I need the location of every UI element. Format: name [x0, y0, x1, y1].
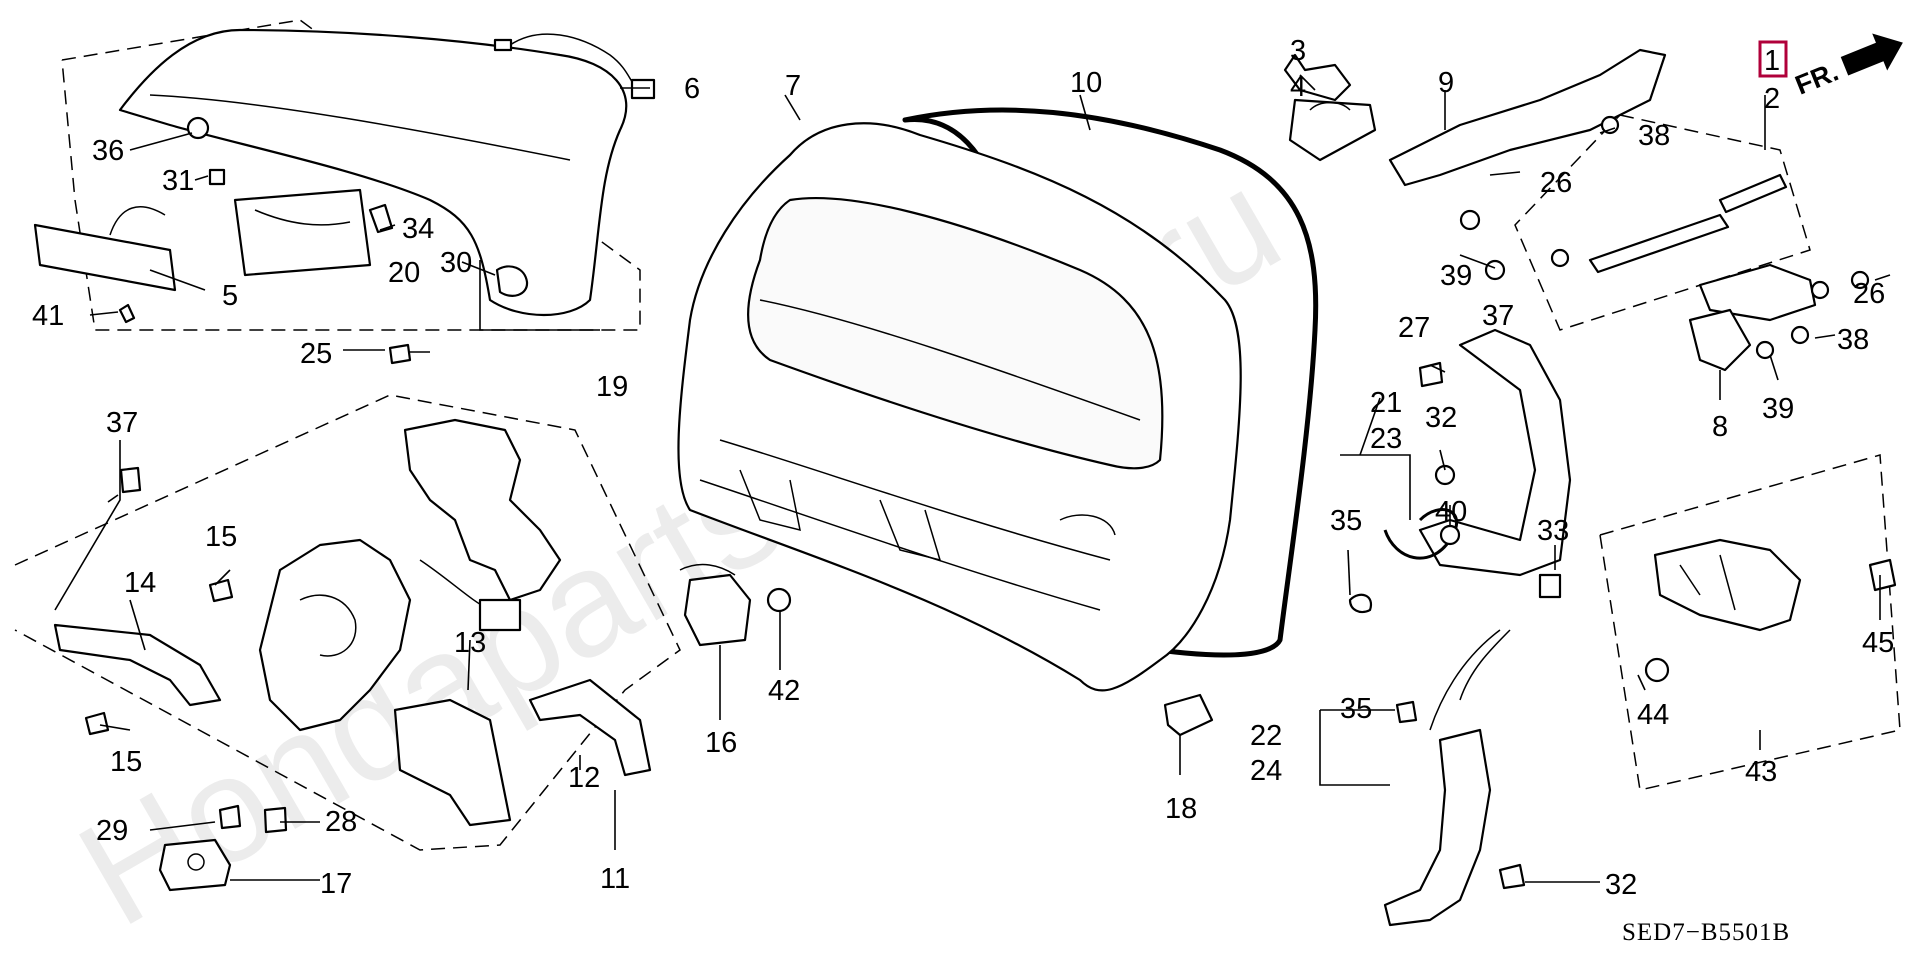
latch-bracket — [528, 678, 652, 777]
callout-18: 18 — [1165, 793, 1197, 825]
callout-31: 31 — [162, 165, 194, 197]
callout-44: 44 — [1637, 699, 1669, 731]
callout-1: 1 — [1764, 45, 1780, 77]
callout-37-left: 37 — [106, 407, 138, 439]
callout-13: 13 — [454, 627, 486, 659]
callout-26-right: 26 — [1853, 278, 1885, 310]
callout-19: 19 — [596, 371, 628, 403]
callout-9: 9 — [1438, 67, 1454, 99]
callout-21: 21 — [1370, 387, 1402, 419]
hinge-strut-group — [1288, 48, 1870, 372]
front-direction-indicator: FR. — [1791, 33, 1903, 101]
spoiler-bracket — [233, 188, 372, 277]
callout-15-lower: 15 — [110, 746, 142, 778]
callout-26-upper: 26 — [1540, 167, 1572, 199]
callout-2: 2 — [1764, 83, 1780, 115]
arrow-icon — [1840, 33, 1903, 76]
callout-33: 33 — [1537, 515, 1569, 547]
callout-25: 25 — [300, 338, 332, 370]
diagram-code: SED7−B5501B — [1622, 919, 1790, 946]
callout-37-right: 37 — [1482, 300, 1514, 332]
tailgate-hinge-lower — [1698, 263, 1817, 322]
callout-23: 23 — [1370, 423, 1402, 455]
callout-32-lower: 32 — [1605, 869, 1637, 901]
callout-42: 42 — [768, 675, 800, 707]
callout-32-upper: 32 — [1425, 402, 1457, 434]
callout-1-highlight — [1758, 40, 1788, 78]
rear-spoiler — [118, 28, 628, 316]
callout-14: 14 — [124, 567, 156, 599]
high-mount-stop-light — [33, 223, 177, 292]
callouts: 1 2 3 4 5 6 7 8 9 10 11 12 13 14 15 15 1… — [32, 35, 1894, 901]
callout-45: 45 — [1862, 627, 1894, 659]
callout-10: 10 — [1070, 67, 1102, 99]
callout-3: 3 — [1290, 35, 1306, 67]
spoiler-group — [33, 19, 656, 365]
direction-label: FR. — [1791, 56, 1843, 100]
callout-39-upper: 39 — [1440, 260, 1472, 292]
callout-43: 43 — [1745, 756, 1777, 788]
bumper-stopper — [1163, 693, 1214, 737]
callout-5: 5 — [222, 280, 238, 312]
leader-lines — [54, 74, 1891, 883]
callout-35-upper: 35 — [1330, 505, 1362, 537]
callout-36: 36 — [92, 135, 124, 167]
callout-38-right: 38 — [1837, 324, 1869, 356]
tailgate-glass — [746, 197, 1164, 470]
callout-39-right: 39 — [1762, 393, 1794, 425]
callout-29: 29 — [96, 815, 128, 847]
tailgate-group — [677, 107, 1319, 692]
callout-20: 20 — [388, 257, 420, 289]
gas-strut — [1588, 213, 1730, 274]
side-trim-group — [1348, 328, 1572, 927]
striker — [158, 838, 232, 892]
hinge-assy-group — [1599, 454, 1901, 791]
callout-28: 28 — [325, 806, 357, 838]
callout-6: 6 — [684, 73, 700, 105]
callout-11: 11 — [600, 863, 630, 895]
callout-16: 16 — [705, 727, 737, 759]
callout-35-lower: 35 — [1340, 693, 1372, 725]
callout-12: 12 — [568, 762, 600, 794]
callout-27: 27 — [1398, 312, 1430, 344]
handle-switch — [683, 573, 752, 647]
latch-group — [14, 394, 792, 892]
tailgate-actuator — [403, 418, 562, 602]
callout-4: 4 — [1290, 71, 1306, 103]
tailgate-hinge-upper — [1388, 48, 1667, 187]
callout-15-upper: 15 — [205, 521, 237, 553]
callout-40: 40 — [1435, 496, 1467, 528]
callout-24: 24 — [1250, 755, 1282, 787]
side-trim-lower — [1383, 728, 1492, 927]
callout-22: 22 — [1250, 720, 1282, 752]
callout-30: 30 — [440, 247, 472, 279]
side-trim-upper — [1418, 328, 1572, 577]
callout-7: 7 — [785, 70, 801, 102]
tailgate-latch — [258, 538, 412, 732]
latch-rod — [53, 623, 222, 707]
callout-34: 34 — [402, 213, 434, 245]
latch-cover — [393, 698, 512, 827]
callout-38-upper: 38 — [1638, 120, 1670, 152]
callout-8: 8 — [1712, 411, 1728, 443]
callout-17: 17 — [320, 868, 352, 900]
callout-41: 41 — [32, 300, 64, 332]
